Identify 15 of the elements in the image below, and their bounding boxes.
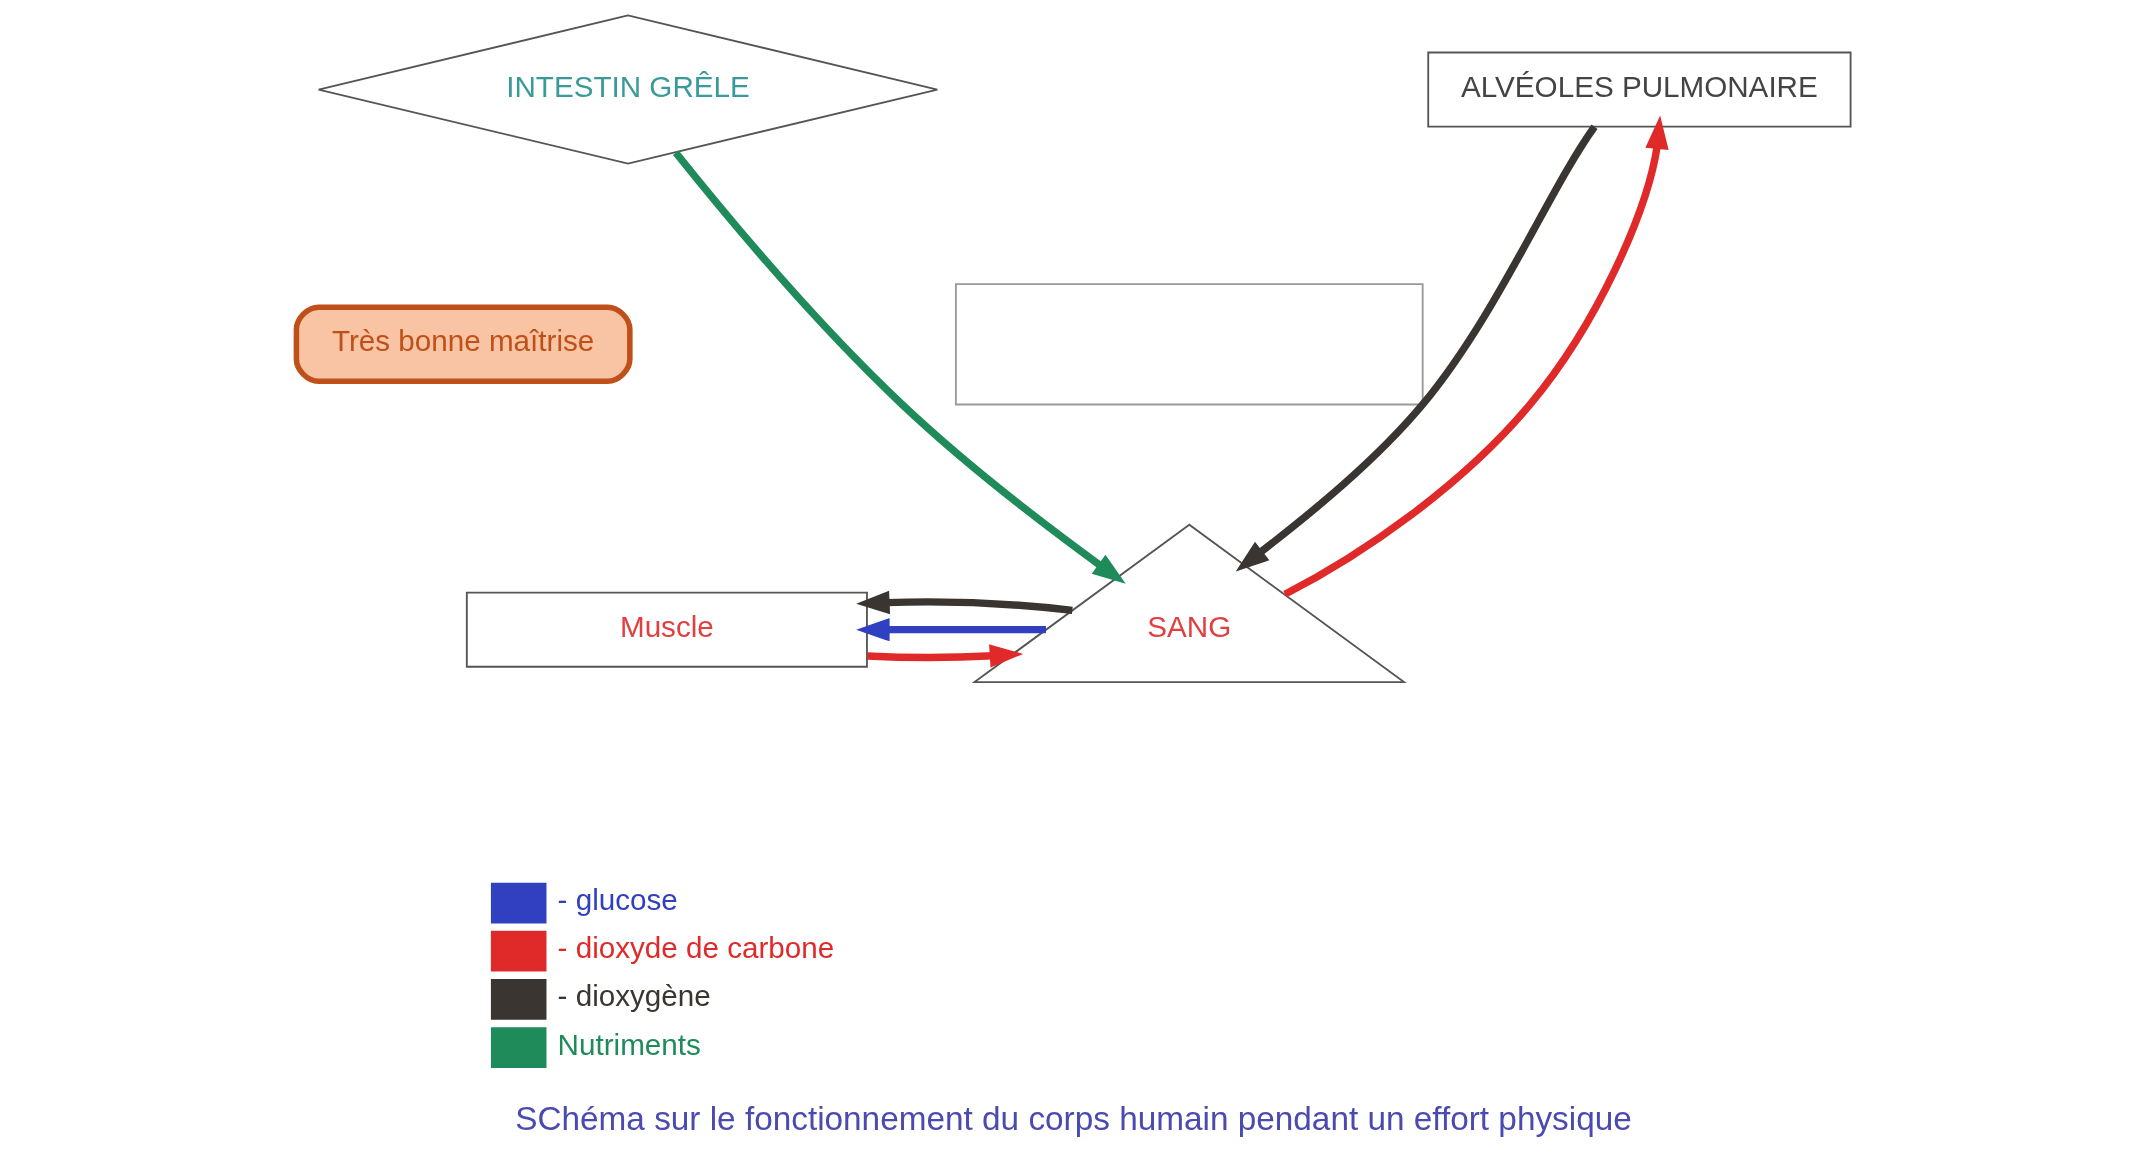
node-diamond: INTESTIN GRÊLE (317, 14, 938, 165)
legend-label: - glucose (557, 883, 678, 917)
arrow (1235, 124, 1598, 572)
legend-label: Nutriments (557, 1027, 701, 1061)
node-box: Très bonne maîtrise (293, 304, 633, 385)
caption: SChéma sur le fonctionnement du corps humain pendant un effort physique (514, 1099, 1632, 1137)
node-box (954, 283, 1424, 406)
node-box: ALVÉOLES PULMONAIRE (1426, 51, 1851, 128)
legend-label: - dioxygène (557, 979, 711, 1013)
arrow (855, 590, 1073, 615)
arrow (1282, 115, 1669, 598)
node-box: Muscle (465, 591, 868, 668)
legend-label: - dioxyde de carbone (557, 931, 834, 965)
arrow (672, 150, 1126, 584)
arrow (866, 644, 1023, 668)
